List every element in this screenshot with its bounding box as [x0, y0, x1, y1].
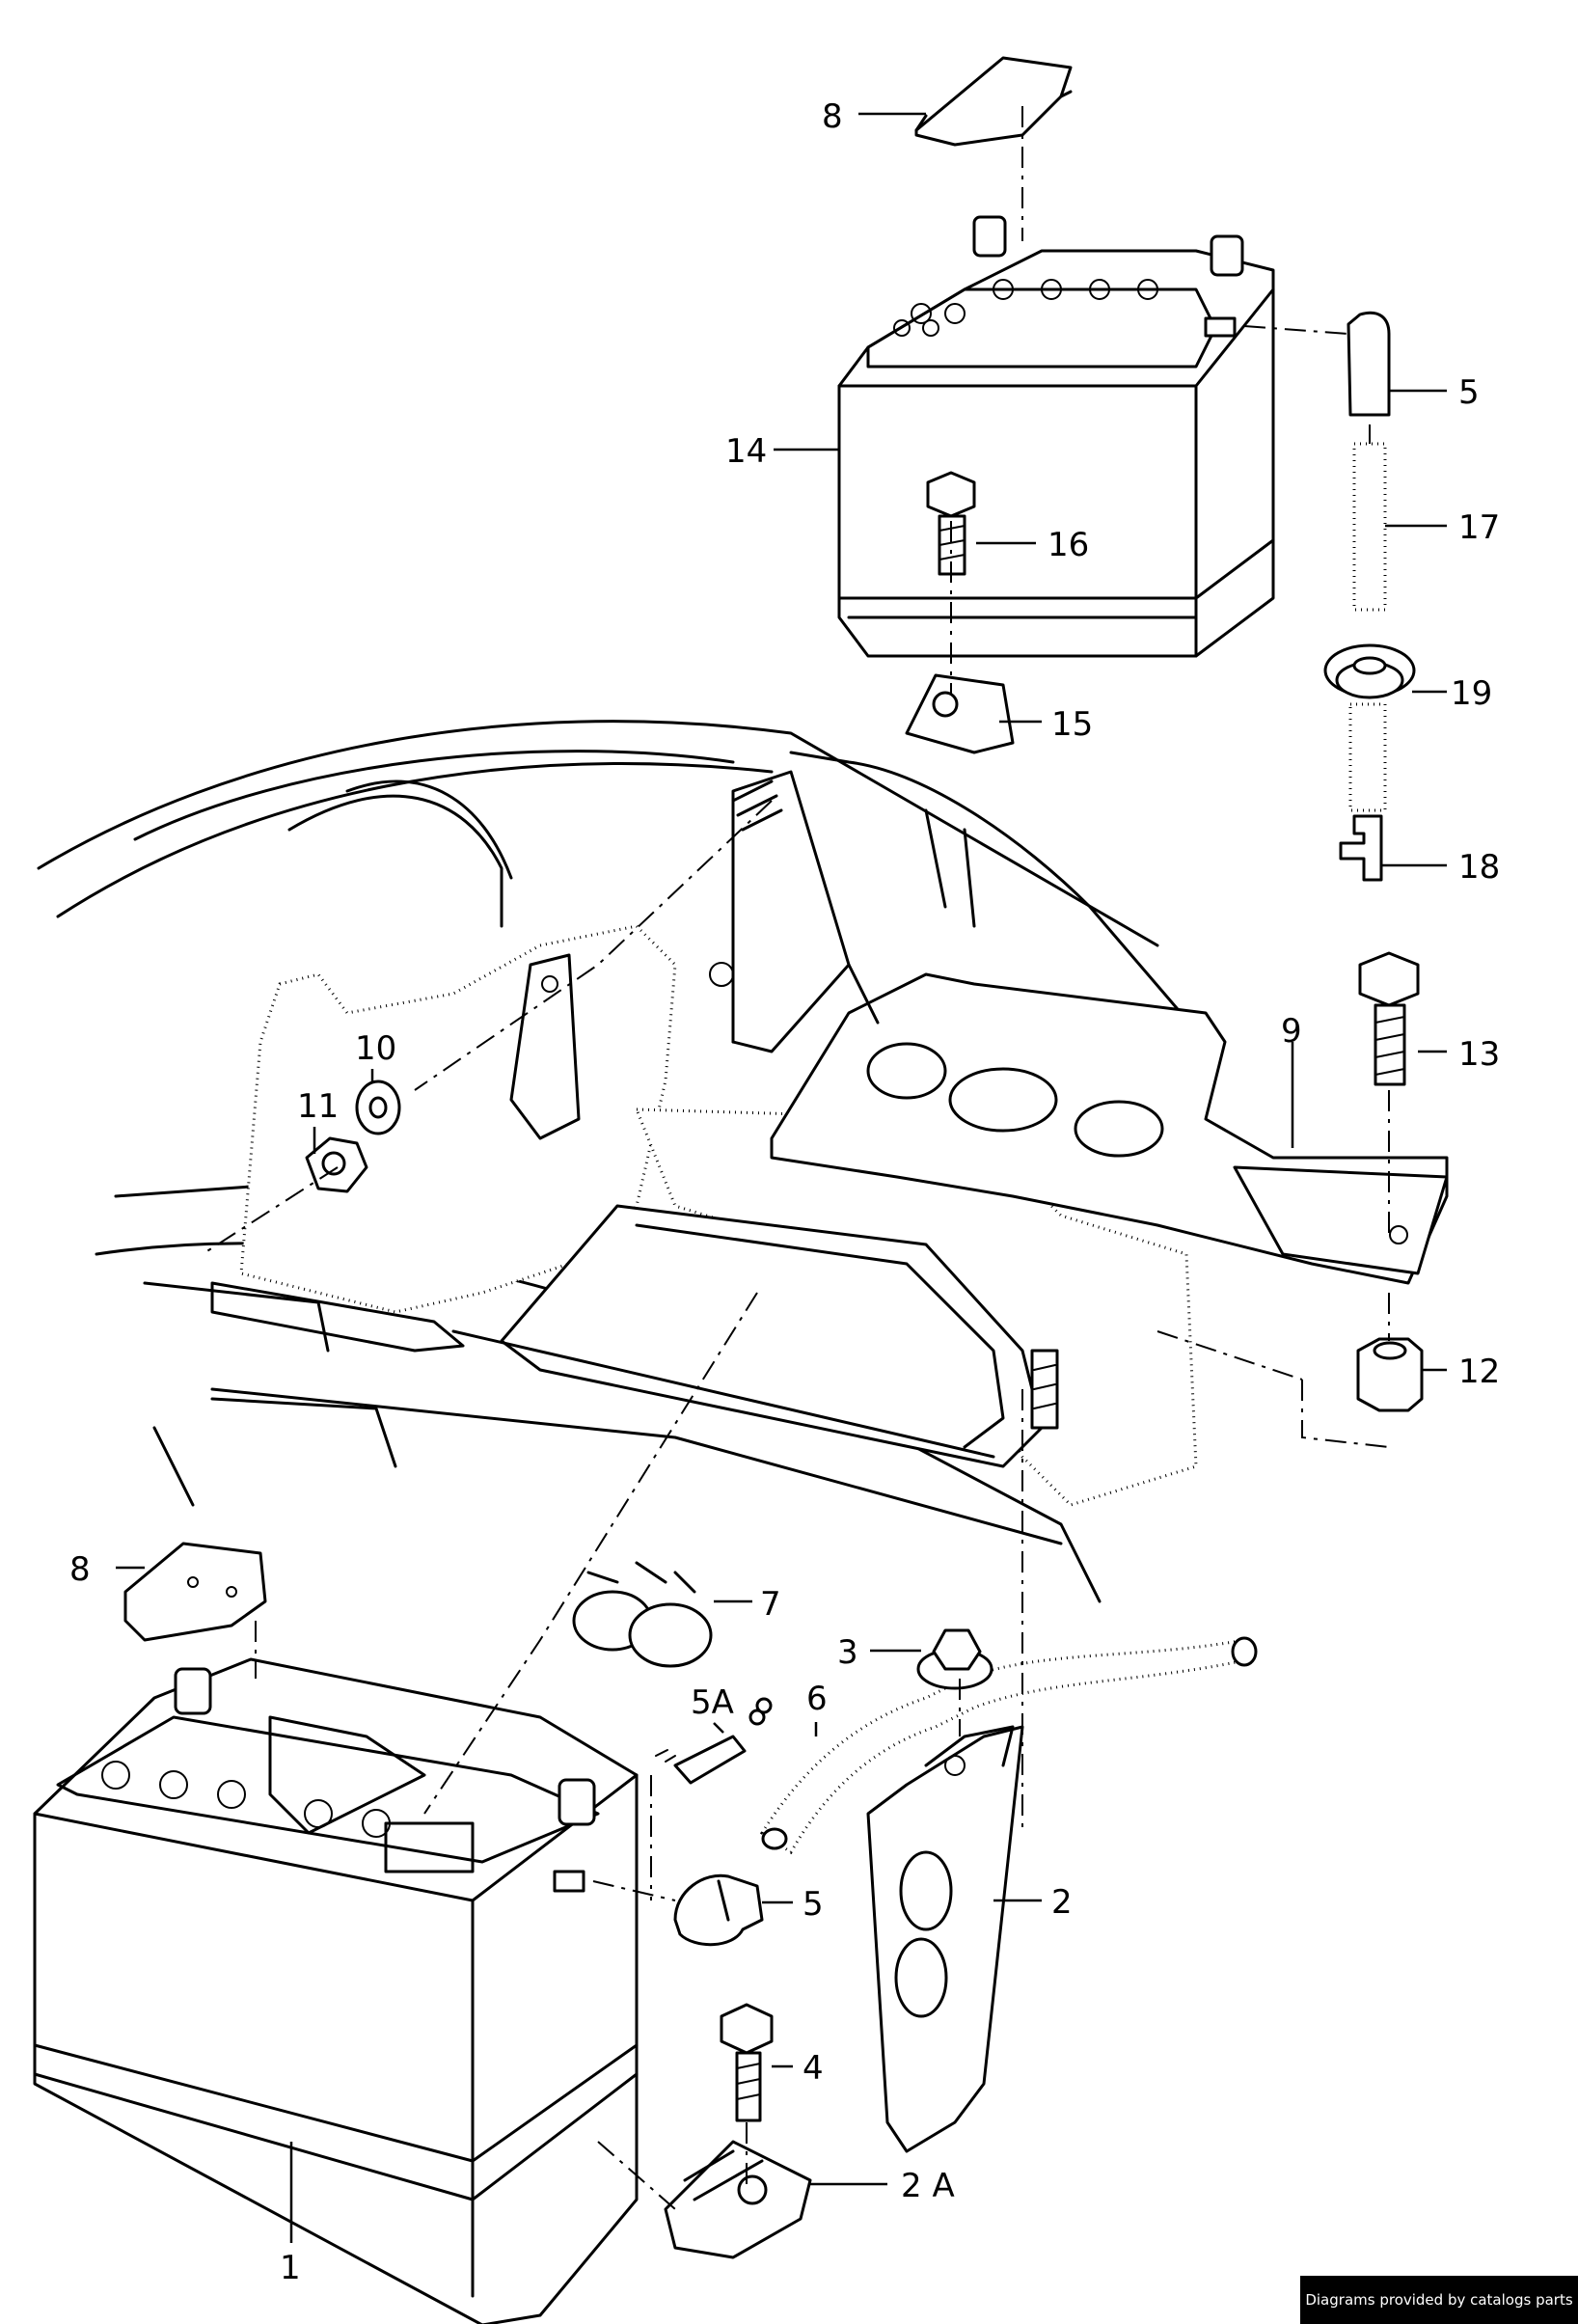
wheel-arch-bracket	[509, 953, 581, 1140]
callout-2: 2	[1051, 1883, 1073, 1922]
callout-15: 15	[1051, 705, 1093, 744]
callout-6: 6	[806, 1680, 828, 1718]
callout-labels: 8 5 14 16 17 19 15 18 9 10 13 11 12 8 7 …	[69, 97, 1500, 2287]
diagram-credit-badge: Diagrams provided by catalogs parts	[1300, 2276, 1578, 2324]
terminal-cover-top	[914, 56, 1073, 147]
callout-14: 14	[725, 432, 767, 471]
callout-7: 7	[760, 1585, 781, 1624]
bracket-2	[866, 1725, 1024, 2153]
callout-1: 1	[280, 2249, 301, 2287]
well-stud	[1030, 1349, 1059, 1430]
nut-12	[1356, 1337, 1424, 1412]
callout-13: 13	[1458, 1035, 1500, 1074]
battery-bottom	[33, 1657, 639, 2324]
callout-2a: 2 A	[901, 2167, 955, 2205]
callout-18: 18	[1458, 848, 1500, 887]
bracket-stud-bolt	[709, 779, 783, 987]
leader-lines	[116, 112, 1447, 2243]
assembly-centerlines	[202, 106, 1390, 2210]
battery-terminal-post	[972, 215, 1244, 338]
callout-5-top: 5	[1458, 373, 1480, 412]
vent-plug-5a	[655, 1697, 773, 1785]
battery-top	[837, 215, 1275, 658]
callout-4: 4	[803, 2049, 824, 2088]
callout-3: 3	[837, 1633, 858, 1672]
hold-down-clamp-top	[905, 673, 1015, 754]
cable-6	[759, 1636, 1258, 1855]
callout-16: 16	[1047, 526, 1089, 564]
nut-washer-3	[916, 1628, 993, 1690]
terminal-cover-bottom	[123, 1542, 267, 1642]
callout-17: 17	[1458, 508, 1500, 547]
battery-terminal-post-bottom	[174, 1667, 596, 1893]
battery-tray	[709, 770, 1449, 1285]
callout-5-bottom: 5	[803, 1885, 824, 1924]
bolt-13	[1358, 951, 1420, 1086]
cable-assembly-top	[1323, 311, 1416, 882]
callout-10: 10	[355, 1029, 396, 1068]
callout-8-bottom: 8	[69, 1550, 91, 1589]
callout-12: 12	[1458, 1353, 1500, 1391]
callout-8-top: 8	[822, 97, 843, 136]
washer-10	[355, 1080, 401, 1135]
bolt-4	[720, 2003, 774, 2122]
callout-11: 11	[297, 1087, 339, 1126]
callout-9: 9	[1281, 1012, 1302, 1051]
hold-down-clamp-2a	[664, 2140, 812, 2259]
cable-end-5	[673, 1873, 764, 1947]
callout-5a: 5A	[691, 1683, 734, 1722]
cable-clips	[572, 1561, 713, 1668]
callout-19: 19	[1451, 674, 1492, 713]
